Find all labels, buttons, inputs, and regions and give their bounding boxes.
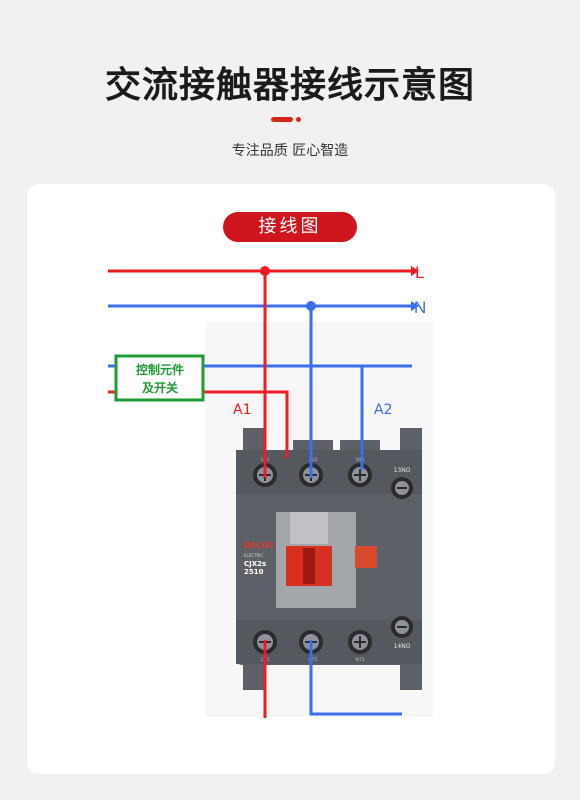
coil-label-a1: A1 xyxy=(233,402,251,418)
page-subtitle: 专注品质 匠心智造 xyxy=(231,143,349,159)
line-label-n: N xyxy=(414,298,426,317)
terminal-label-top-2: 3/L2 xyxy=(309,457,318,462)
title-underline-bar xyxy=(271,117,293,122)
neutral-output-wire xyxy=(309,640,402,716)
control-box-line1: 控制元件 xyxy=(136,362,184,377)
line-bus-n xyxy=(108,301,419,311)
page-title: 交流接触器接线示意图 xyxy=(104,65,475,106)
control-switch-box xyxy=(114,354,205,402)
contactor-front-panel xyxy=(276,512,377,608)
brand-logo-text: DELIXI xyxy=(244,541,273,550)
top-terminal-screws xyxy=(253,463,413,499)
line-label-l: L xyxy=(415,263,424,282)
aux-contact-label-bottom: 14NO xyxy=(394,643,411,650)
rating-label: 2510 xyxy=(244,568,264,576)
terminal-label-bottom-3: 6/T3 xyxy=(356,657,365,662)
bottom-terminal-screws xyxy=(253,616,413,654)
brand-subtext: ELECTRIC xyxy=(244,553,263,558)
title-underline-dot xyxy=(296,117,301,122)
terminal-label-top-3: 5/L3 xyxy=(356,457,365,462)
coil-label-a2: A2 xyxy=(374,402,392,418)
aux-contact-label-top: 13NO xyxy=(394,467,411,474)
model-label: CJX2s xyxy=(244,560,266,568)
wiring-diagram-badge: 接线图 xyxy=(223,212,357,242)
control-box-line2: 及开关 xyxy=(142,380,178,395)
terminal-label-bottom-2: 4/T2 xyxy=(309,657,318,662)
